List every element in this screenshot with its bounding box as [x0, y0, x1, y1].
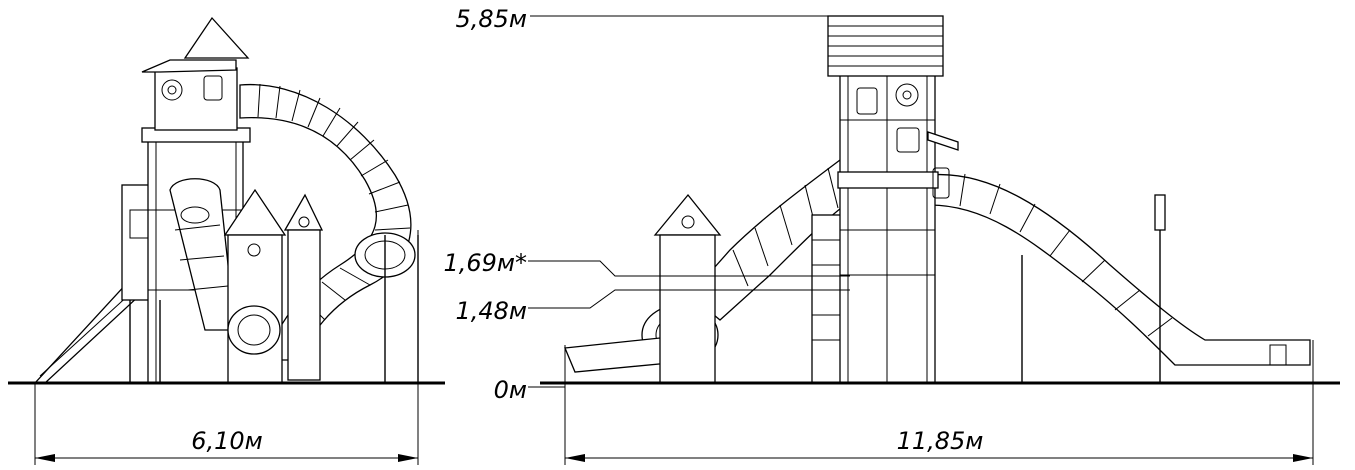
front-view [564, 15, 1311, 384]
side-view [33, 16, 419, 384]
height-label-top: 5,85м [455, 5, 527, 33]
front-length-dimension: 11,85м [564, 340, 1314, 465]
spiral-tube-slide [239, 83, 416, 361]
long-tube-slide [929, 173, 1311, 383]
side-house [223, 188, 324, 384]
front-house [653, 193, 722, 384]
side-width-label: 6,10м [191, 427, 263, 455]
front-tower [827, 15, 959, 384]
height-label-platform-low: 1,48м [455, 297, 527, 325]
front-length-label: 11,85м [897, 427, 984, 455]
height-label-ground: 0м [494, 376, 527, 404]
side-width-dimension: 6,10м [34, 230, 419, 465]
height-labels: 5,85м 1,69м* 1,48м 0м [443, 5, 527, 404]
inner-tube-slide [169, 178, 236, 331]
height-leaders [528, 15, 850, 388]
height-label-platform-high: 1,69м* [443, 249, 527, 277]
